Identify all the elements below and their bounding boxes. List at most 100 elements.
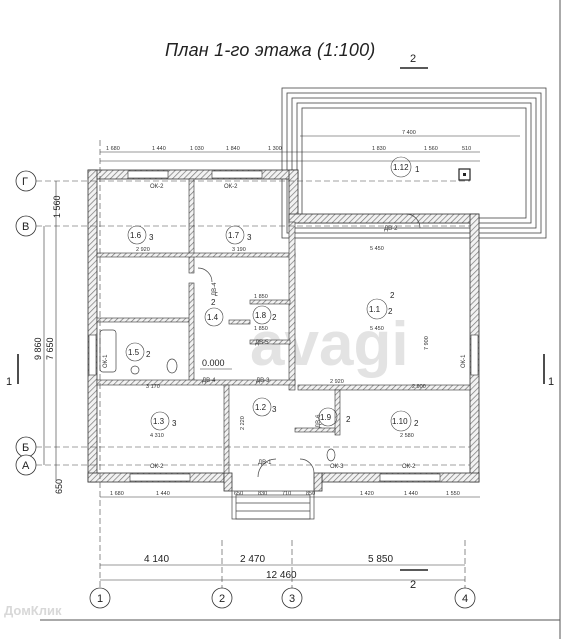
room-1-6: 1.6 3 [130,231,154,242]
room-1-2: 1.2 3 [255,403,277,414]
door-label-1: ДВ-4 [212,282,218,296]
axis-number-1: 1 [97,593,103,605]
axis-letter-g: Г [22,176,28,188]
section-marks [17,67,545,571]
top-dim-1: 1 440 [152,146,166,152]
axis-number-3: 3 [289,593,295,605]
window-label-6: ОК-3 [330,464,344,470]
section-mark-top: 2 [410,53,416,65]
room-area: 2 [414,419,419,428]
window-label-1: ОК-2 [224,184,238,190]
inner-dim-8: 2 900 [412,384,426,390]
interior-walls [96,178,471,474]
bottom-dim-2470: 2 470 [240,554,265,565]
bottom-dim-4140: 4 140 [144,554,169,565]
section-mark-right: 1 [548,376,554,388]
vdim-650: 650 [54,479,64,494]
axis-letter-v: В [22,221,29,233]
bottom-small-dim-2: 650 [234,491,243,497]
room-area: 1 [415,165,420,174]
room-id: 1.2 [255,403,267,412]
room-id: 1.10 [392,417,408,426]
door-label-5: ДВ-6 [316,414,322,428]
top-dim-7: 510 [462,146,471,152]
room-area: 2 [388,307,393,316]
room-1-3: 1.3 3 [153,417,177,428]
entrance-steps [231,490,315,520]
page-title: План 1-го этажа (1:100) [165,40,376,60]
top-dim-3: 1 840 [226,146,240,152]
door-label-3: ДВ-3 [256,378,270,384]
top-dim-2: 1 030 [190,146,204,152]
room-area: 2 [146,350,151,359]
window-marks [88,170,479,482]
vdim-9860: 9 860 [33,337,43,360]
room-area: 3 [247,233,252,242]
axis-letter-a: А [22,460,30,472]
room-area: 2 [346,415,351,424]
section-mark-bottom: 2 [410,579,416,591]
room-1-1: 1.1 2 [369,305,393,316]
room-1-8: 1.8 2 [255,311,277,322]
inner-dim-9: 7 900 [424,336,430,350]
axis-grid-lines [36,140,470,588]
door-label-4: ДВ-4 [202,378,216,384]
top-dim-large: 7 400 [402,130,416,136]
watermark-text: avagi [250,310,409,379]
room-1-11: 1.11 2 [390,291,395,300]
room-id: 1.4 [207,313,219,322]
room-area: 3 [272,405,277,414]
room-area: 3 [172,419,177,428]
bottom-small-dim-3: 830 [258,491,267,497]
room-id: 1.6 [130,231,142,240]
bottom-small-dim-7: 1 440 [404,491,418,497]
inner-dim-11: 1 850 [254,294,268,300]
room-1-7: 1.7 3 [228,231,252,242]
room-id: 1.5 [128,348,140,357]
room-area: 2 [211,298,216,307]
bottom-dim-12460: 12 460 [266,570,297,581]
window-label-5: ОК-1 [103,354,109,368]
door-label-2: ДВ-5 [255,340,269,346]
bottom-dim-5850: 5 850 [368,554,393,565]
vdim-1560: 1 560 [52,195,62,218]
top-dim-0: 1 680 [106,146,120,152]
room-id: 1.1 [369,305,381,314]
room-area: 3 [149,233,154,242]
dimension-lines [43,135,520,581]
top-dim-6: 1 560 [424,146,438,152]
inner-dim-0: 2 920 [136,247,150,253]
bottom-small-dim-5: 850 [306,491,315,497]
level-mark: 0.000 [202,358,225,368]
inner-dim-6: 2 580 [400,433,414,439]
window-label-0: ОК-2 [150,184,164,190]
room-1-12: 1.12 1 [393,163,420,174]
room-id: 1.9 [320,413,332,422]
domclick-logo: ДомКлик [4,603,62,618]
door-label-0: ДВ-2 [384,226,398,232]
room-area: 2 [390,291,395,300]
terrace-column [458,168,471,181]
room-1-4: 1.4 2 [207,298,219,322]
inner-dim-12: 2 220 [240,416,246,430]
inner-dim-5: 4 310 [150,433,164,439]
inner-dim-10: 1 850 [254,326,268,332]
inner-dim-1: 3 190 [232,247,246,253]
room-id: 1.12 [393,163,409,172]
bottom-small-dim-4: 710 [282,491,291,497]
window-label-3: ОК-2 [402,464,416,470]
inner-dim-7: 2 920 [330,379,344,385]
top-dim-4: 1 300 [268,146,282,152]
vdim-7650: 7 650 [45,337,55,360]
section-mark-left: 1 [6,376,12,388]
axis-number-4: 4 [462,593,468,605]
bottom-small-dim-1: 1 440 [156,491,170,497]
room-1-9: 1.9 2 [320,413,351,424]
axis-letter-b: Б [22,442,29,454]
top-dim-5: 1 830 [372,146,386,152]
axis-number-2: 2 [219,593,225,605]
room-id: 1.8 [255,311,267,320]
door-label-6: ДВ-1 [258,460,272,466]
